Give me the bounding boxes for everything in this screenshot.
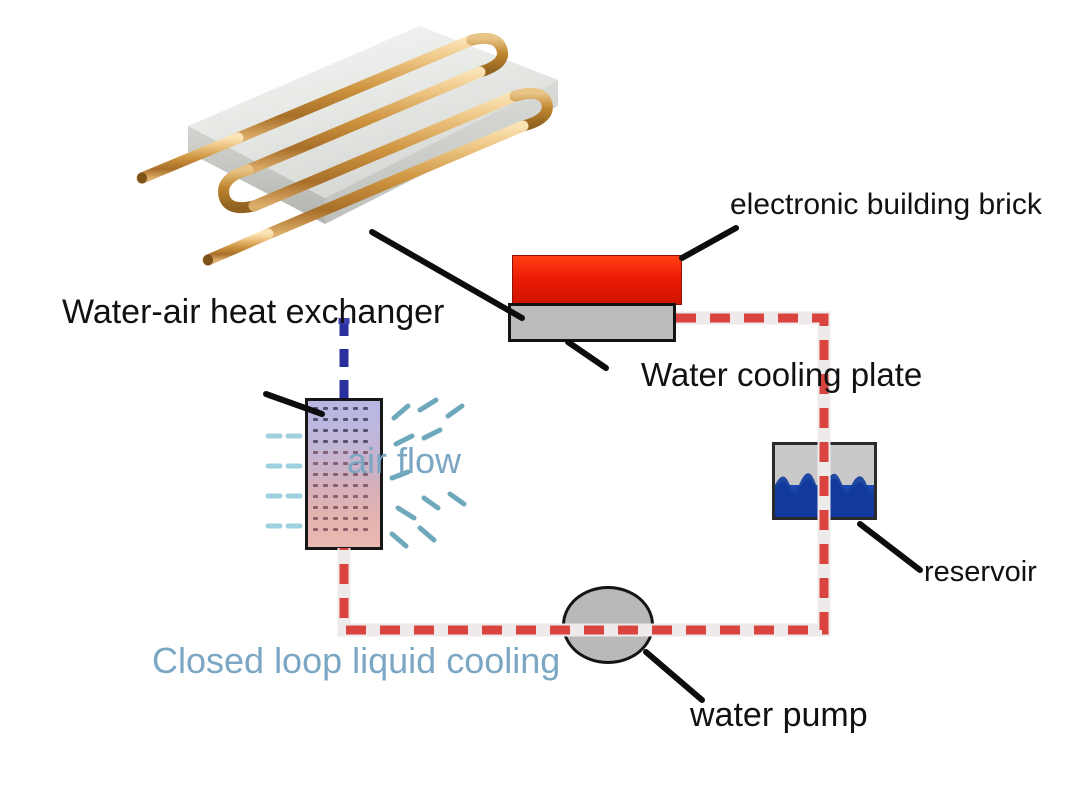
label-reservoir: reservoir (924, 556, 1037, 588)
leader-radiator (263, 391, 325, 417)
airflow-intake-marks (265, 433, 303, 529)
liquid-loop-hot (339, 313, 829, 635)
label-electronic-building-brick: electronic building brick (730, 188, 1042, 221)
leader-reservoir (857, 521, 923, 573)
callout-leader-lines (263, 225, 923, 703)
leader-water-pump (643, 649, 705, 703)
leader-building-brick (679, 225, 739, 261)
leader-heat-exchanger (369, 229, 525, 321)
copper-tube-cold-plate-photo (120, 18, 570, 303)
water-cooling-plate (508, 303, 676, 342)
electronic-building-brick (512, 255, 682, 305)
radiator-fin-dots (313, 407, 368, 531)
airflow-exhaust-marks (389, 397, 467, 549)
leader-cooling-plate (565, 339, 609, 371)
label-water-cooling-plate: Water cooling plate (641, 356, 923, 393)
label-air-flow: air flow (347, 440, 462, 481)
label-water-air-heat-exchanger: Water-air heat exchanger (62, 293, 445, 331)
label-closed-loop-liquid-cooling: Closed loop liquid cooling (152, 640, 561, 681)
heat-exchanger-photo-art (136, 26, 558, 266)
label-water-pump: water pump (690, 696, 868, 734)
